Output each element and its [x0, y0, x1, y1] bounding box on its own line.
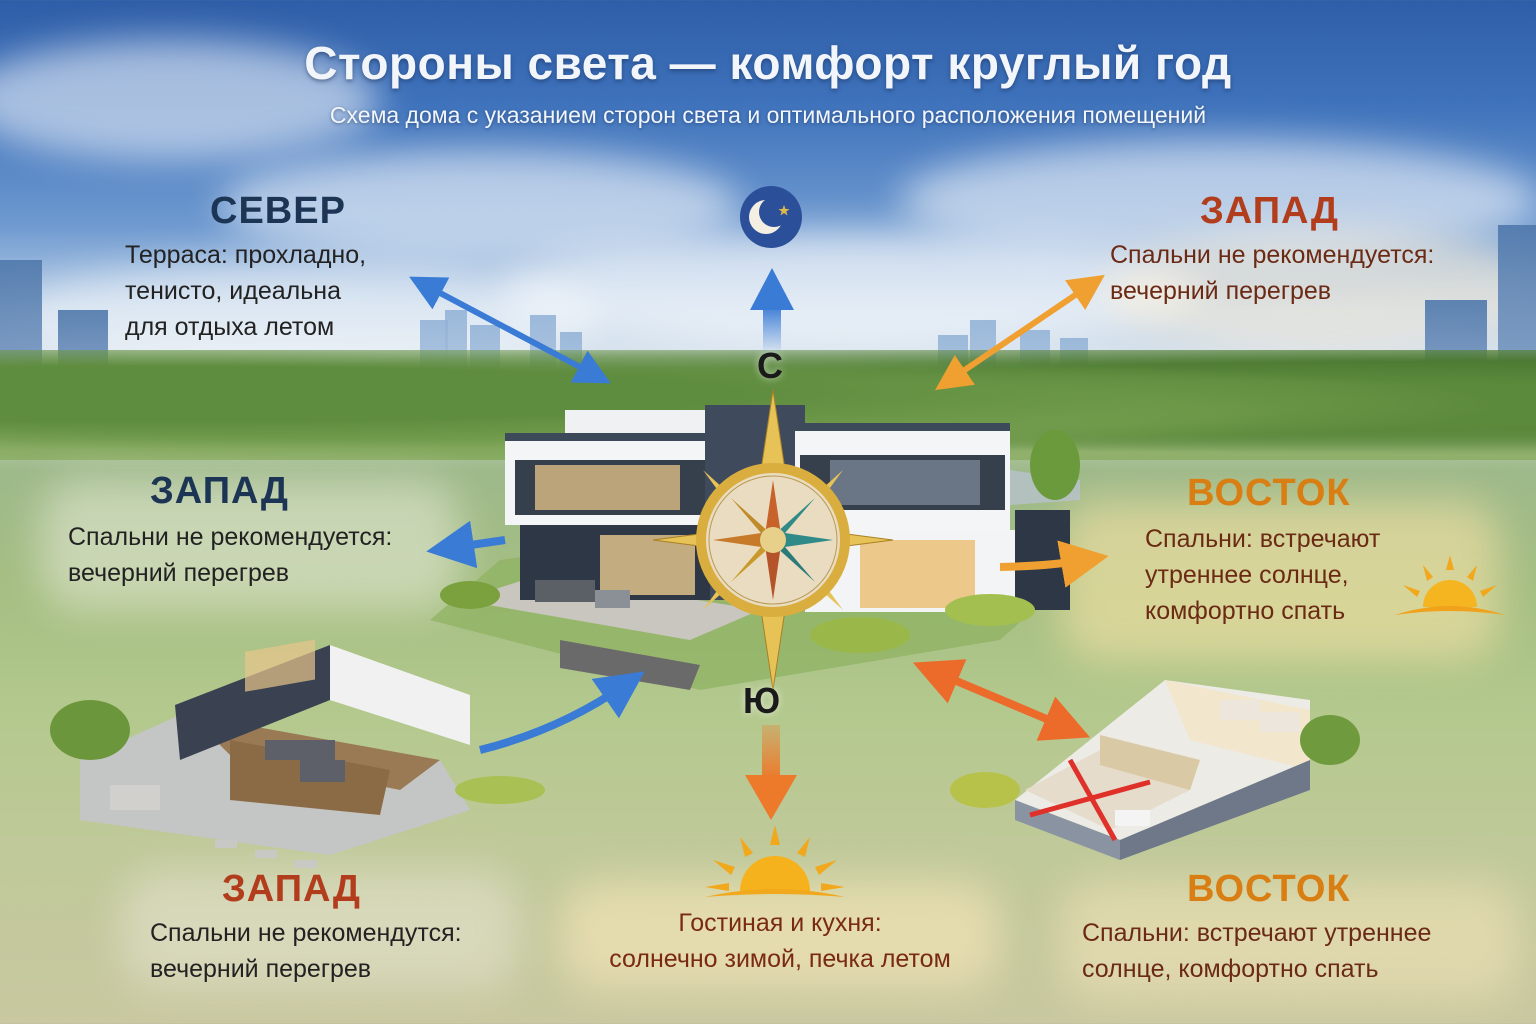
north-terrace-arrow — [409, 276, 611, 384]
moon-star-icon — [740, 186, 802, 248]
label-east-mid-right: ВОСТОК Спальни: встречают утреннее солнц… — [1145, 472, 1380, 629]
east-mid-line-1: Спальни: встречают — [1145, 525, 1381, 553]
west-bottom-line-2: вечерний перегрев — [150, 955, 372, 983]
south-down-arrow — [745, 775, 797, 820]
label-west-bottom-left: ЗАПАД Спальни не рекомендутся: вечерний … — [150, 868, 462, 987]
east-mid-arrow — [999, 540, 1109, 588]
west-mid-line-1: Спальни не рекомендуется: — [68, 523, 393, 551]
east-mid-heading: ВОСТОК — [1187, 472, 1351, 514]
label-west-top-right: ЗАПАД Спальни не рекомендуется: вечерний… — [1110, 190, 1434, 309]
west-top-line-2: вечерний перегрев — [1110, 277, 1332, 305]
west-bottom-line-1: Спальни не рекомендутся: — [150, 919, 462, 947]
south-line-1: Гостиная и кухня: — [678, 909, 882, 937]
west-mid-heading: ЗАПАД — [150, 470, 289, 512]
label-north: СЕВЕР Терраса: прохладно, тенисто, идеал… — [125, 190, 366, 345]
label-west-mid-left: ЗАПАД Спальни не рекомендуется: вечерний… — [68, 470, 392, 591]
label-east-bottom-right: ВОСТОК Спальни: встречают утреннее солнц… — [1082, 868, 1431, 987]
compass-rose-icon — [652, 389, 894, 691]
sunrise-icon — [1395, 555, 1505, 615]
compass-south-letter: Ю — [743, 680, 781, 721]
compass-north-letter: С — [757, 345, 783, 386]
east-mid-line-2: утреннее солнце, — [1145, 561, 1349, 589]
page-title: Стороны света — комфорт круглый год — [304, 37, 1232, 89]
page-subtitle: Схема дома с указанием сторон света и оп… — [329, 102, 1207, 128]
east-bottom-heading: ВОСТОК — [1187, 868, 1351, 910]
east-bottom-line-1: Спальни: встречают утреннее — [1082, 919, 1432, 947]
label-south: Гостиная и кухня: солнечно зимой, печка … — [560, 905, 1000, 977]
east-bottom-arrow — [912, 659, 1091, 741]
north-line-3: для отдыха летом — [125, 313, 335, 341]
north-line-2: тенисто, идеальна — [125, 277, 341, 305]
west-bottom-heading: ЗАПАД — [222, 868, 361, 910]
west-mid-line-2: вечерний перегрев — [68, 559, 290, 587]
north-heading: СЕВЕР — [210, 190, 346, 232]
west-top-heading: ЗАПАД — [1200, 190, 1339, 232]
north-up-arrow — [750, 268, 794, 310]
east-mid-line-3: комфортно спать — [1145, 597, 1346, 625]
north-line-1: Терраса: прохладно, — [125, 241, 367, 269]
west-top-arrow — [935, 274, 1105, 391]
west-top-line-1: Спальни не рекомендуется: — [1110, 241, 1435, 269]
east-bottom-line-2: солнце, комфортно спать — [1082, 955, 1379, 983]
west-mid-arrow — [426, 520, 506, 569]
west-bottom-arrow — [479, 671, 645, 754]
sun-icon — [705, 825, 845, 897]
south-line-2: солнечно зимой, печка летом — [609, 945, 951, 973]
